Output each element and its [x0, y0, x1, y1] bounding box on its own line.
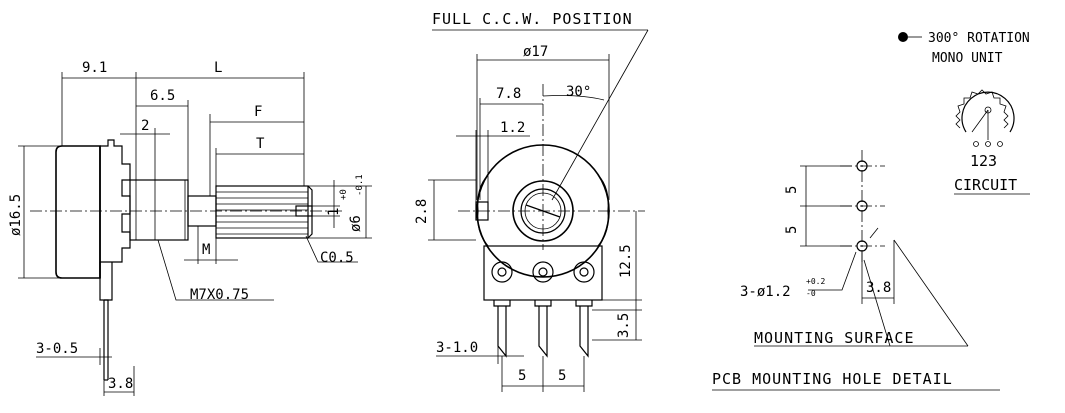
dim-12-5: 12.5	[618, 244, 634, 278]
dim-hole: 3-ø1.2	[740, 284, 791, 300]
dim-30-deg: 30°	[566, 84, 591, 100]
dim-3-5: 3.5	[616, 313, 632, 338]
dim-dia-6-tol-upper: +0	[339, 189, 349, 200]
dim-dia-6-tol-lower: -0.1	[355, 174, 365, 196]
dim-L: L	[214, 60, 222, 76]
dim-5-bottom-pcb: 5	[784, 226, 800, 234]
unit-label: MONO UNIT	[932, 51, 1003, 66]
pcb-hole-3	[856, 240, 868, 252]
dim-7-8: 7.8	[496, 86, 521, 102]
front-view: FULL C.C.W. POSITION ø17 7.8 30° 1.2 2.8…	[414, 10, 649, 392]
dim-1: 1	[326, 208, 342, 216]
dim-F: F	[254, 104, 262, 120]
dim-M7x0-75: M7X0.75	[190, 287, 249, 303]
dim-3-0-5: 3-0.5	[36, 341, 78, 357]
dim-1-2: 1.2	[500, 120, 525, 136]
dim-M: M	[202, 242, 210, 258]
terminal-holes	[491, 261, 595, 283]
dim-3-8-pcb: 3.8	[866, 280, 891, 296]
rotation-label: 300° ROTATION	[928, 31, 1030, 46]
dim-dia-6: ø6	[348, 215, 364, 232]
dim-2-8: 2.8	[414, 199, 430, 224]
dim-2: 2	[141, 118, 149, 134]
side-view: 9.1 L 6.5 F 2 T ø16.5 ø6 +0 -0.1	[8, 60, 372, 396]
circuit-legend: 300° ROTATION MONO UNIT 123 CIRCUIT	[898, 31, 1030, 195]
pcb-hole-2	[856, 200, 868, 212]
dim-dia-16-5: ø16.5	[8, 194, 24, 236]
dim-C0-5: C0.5	[320, 250, 354, 266]
dim-6-5: 6.5	[150, 88, 175, 104]
full-ccw-label: FULL C.C.W. POSITION	[432, 10, 633, 28]
pcb-hole-detail: 5 5 3-ø1.2 +0.2 -0 3.8 MOUNTING SURFACE …	[712, 150, 1000, 391]
bushing	[129, 179, 189, 241]
circuit-label: CIRCUIT	[954, 176, 1017, 194]
body-housing	[55, 145, 101, 279]
resistor-symbol	[961, 91, 1015, 133]
knurl-lines	[216, 191, 308, 235]
terminal-bracket	[100, 139, 131, 263]
bullet-dot	[898, 32, 908, 42]
pcb-hole-1	[856, 160, 868, 172]
dim-hole-tol-lower: -0	[806, 289, 816, 298]
dim-dia-17: ø17	[523, 44, 548, 60]
pin-numbers: 123	[970, 152, 997, 170]
dim-hole-tol-upper: +0.2	[806, 277, 825, 286]
knurled-shaft	[215, 185, 309, 239]
dim-T: T	[256, 136, 265, 152]
dim-9-1: 9.1	[82, 60, 107, 76]
pcb-title: PCB MOUNTING HOLE DETAIL	[712, 370, 953, 388]
dim-5b-front: 5	[558, 368, 566, 384]
dim-5-top-pcb: 5	[784, 186, 800, 194]
dim-3-8-side: 3.8	[108, 376, 133, 392]
dim-3-1-0: 3-1.0	[436, 340, 478, 356]
mounting-surface-label: MOUNTING SURFACE	[754, 329, 915, 347]
terminal-block	[483, 245, 603, 301]
dim-5a-front: 5	[518, 368, 526, 384]
front-pins	[493, 300, 593, 358]
